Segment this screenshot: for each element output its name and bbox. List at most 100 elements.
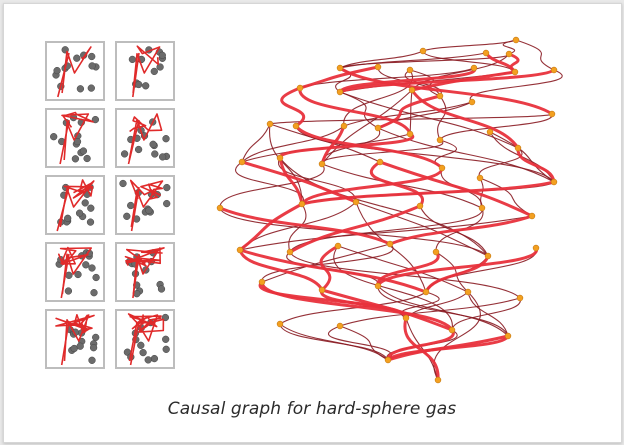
sphere bbox=[163, 199, 171, 208]
trajectory-edge bbox=[238, 202, 304, 252]
sphere-trajectory bbox=[132, 52, 140, 98]
causal-edge bbox=[339, 91, 379, 129]
event-node bbox=[296, 84, 304, 92]
figure-caption: Causal graph for hard-sphere gas bbox=[167, 399, 457, 419]
trajectory-edge bbox=[278, 156, 304, 206]
sphere bbox=[87, 84, 95, 92]
trajectory-edge bbox=[410, 88, 520, 150]
sphere bbox=[134, 145, 143, 154]
causal-edge bbox=[269, 113, 553, 125]
causal-edge bbox=[279, 291, 427, 325]
event-node bbox=[432, 248, 440, 256]
event-node bbox=[434, 376, 442, 384]
event-node bbox=[334, 242, 342, 250]
sphere bbox=[120, 150, 129, 158]
causal-edge bbox=[339, 297, 521, 327]
sphere bbox=[137, 341, 145, 349]
causal-edge bbox=[321, 163, 483, 209]
sphere-trajectory bbox=[61, 111, 94, 161]
event-node bbox=[236, 246, 244, 254]
sphere bbox=[87, 204, 95, 212]
event-node bbox=[336, 88, 344, 96]
trajectory-edge bbox=[298, 65, 380, 90]
causal-edge bbox=[277, 157, 357, 203]
causal-edge bbox=[502, 39, 517, 55]
trajectory-edge bbox=[319, 244, 340, 292]
trajectory-edge bbox=[280, 86, 305, 128]
trajectory-edge bbox=[218, 206, 392, 246]
sphere bbox=[92, 273, 100, 282]
causal-edge bbox=[479, 177, 484, 209]
sphere bbox=[158, 153, 167, 161]
event-node bbox=[286, 248, 294, 256]
causal-edge bbox=[288, 203, 307, 253]
sphere bbox=[74, 270, 82, 279]
sphere-trajectory bbox=[124, 247, 165, 295]
event-node bbox=[464, 288, 472, 296]
sphere bbox=[150, 354, 159, 363]
sphere bbox=[119, 179, 127, 188]
causal-edge bbox=[469, 69, 563, 103]
event-node bbox=[512, 36, 520, 44]
event-node bbox=[298, 200, 306, 208]
event-node bbox=[318, 286, 326, 294]
event-node bbox=[376, 158, 384, 166]
event-node bbox=[266, 120, 274, 128]
event-node bbox=[476, 174, 484, 182]
causal-edge bbox=[478, 147, 523, 179]
event-node bbox=[336, 64, 344, 72]
sphere-trajectory bbox=[59, 179, 95, 228]
causal-edge bbox=[333, 245, 453, 331]
sphere bbox=[145, 206, 153, 215]
event-node bbox=[511, 68, 519, 76]
trajectory-edge bbox=[386, 334, 510, 362]
sphere bbox=[76, 85, 85, 93]
sphere bbox=[163, 183, 171, 192]
sphere bbox=[144, 356, 152, 364]
event-node bbox=[292, 122, 300, 130]
sphere bbox=[162, 345, 170, 353]
sphere bbox=[53, 66, 61, 75]
event-node bbox=[406, 130, 414, 138]
event-node bbox=[416, 202, 424, 210]
sphere-trajectory bbox=[128, 113, 163, 161]
event-node bbox=[504, 332, 512, 340]
sphere-trajectory bbox=[60, 320, 70, 366]
simulation-panel bbox=[115, 309, 175, 369]
trajectory-edge bbox=[240, 160, 358, 204]
event-node bbox=[406, 66, 414, 74]
causal-edge bbox=[479, 177, 533, 217]
event-node bbox=[408, 86, 416, 94]
sphere bbox=[92, 333, 100, 342]
sphere-trajectory bbox=[129, 320, 140, 366]
causal-edge bbox=[437, 95, 447, 141]
trajectory-edge bbox=[378, 160, 534, 218]
sphere-trajectory bbox=[129, 179, 164, 228]
causal-graph bbox=[216, 36, 563, 384]
simulation-panel bbox=[115, 41, 175, 101]
event-node bbox=[448, 326, 456, 334]
event-node bbox=[505, 50, 513, 58]
simulation-panel bbox=[115, 242, 175, 302]
trajectory-edge bbox=[388, 214, 534, 246]
sphere bbox=[156, 63, 164, 71]
trajectory-edge bbox=[298, 86, 412, 136]
sphere bbox=[88, 52, 96, 61]
causal-edge bbox=[269, 123, 303, 205]
event-node bbox=[238, 158, 246, 166]
event-node bbox=[436, 92, 444, 100]
event-node bbox=[374, 63, 382, 71]
causal-edge bbox=[343, 101, 473, 127]
event-node bbox=[374, 282, 382, 290]
trajectory-edge bbox=[376, 250, 440, 288]
sphere bbox=[123, 212, 131, 220]
trajectory-edge bbox=[338, 66, 476, 94]
sphere bbox=[91, 115, 100, 124]
causal-edge bbox=[451, 297, 521, 331]
trajectory-edge bbox=[300, 166, 444, 206]
sphere bbox=[89, 344, 98, 352]
trajectory-edge bbox=[403, 316, 440, 382]
sphere-trajectory bbox=[130, 186, 140, 232]
causal-edge bbox=[295, 125, 555, 183]
causal-edge bbox=[339, 52, 487, 69]
